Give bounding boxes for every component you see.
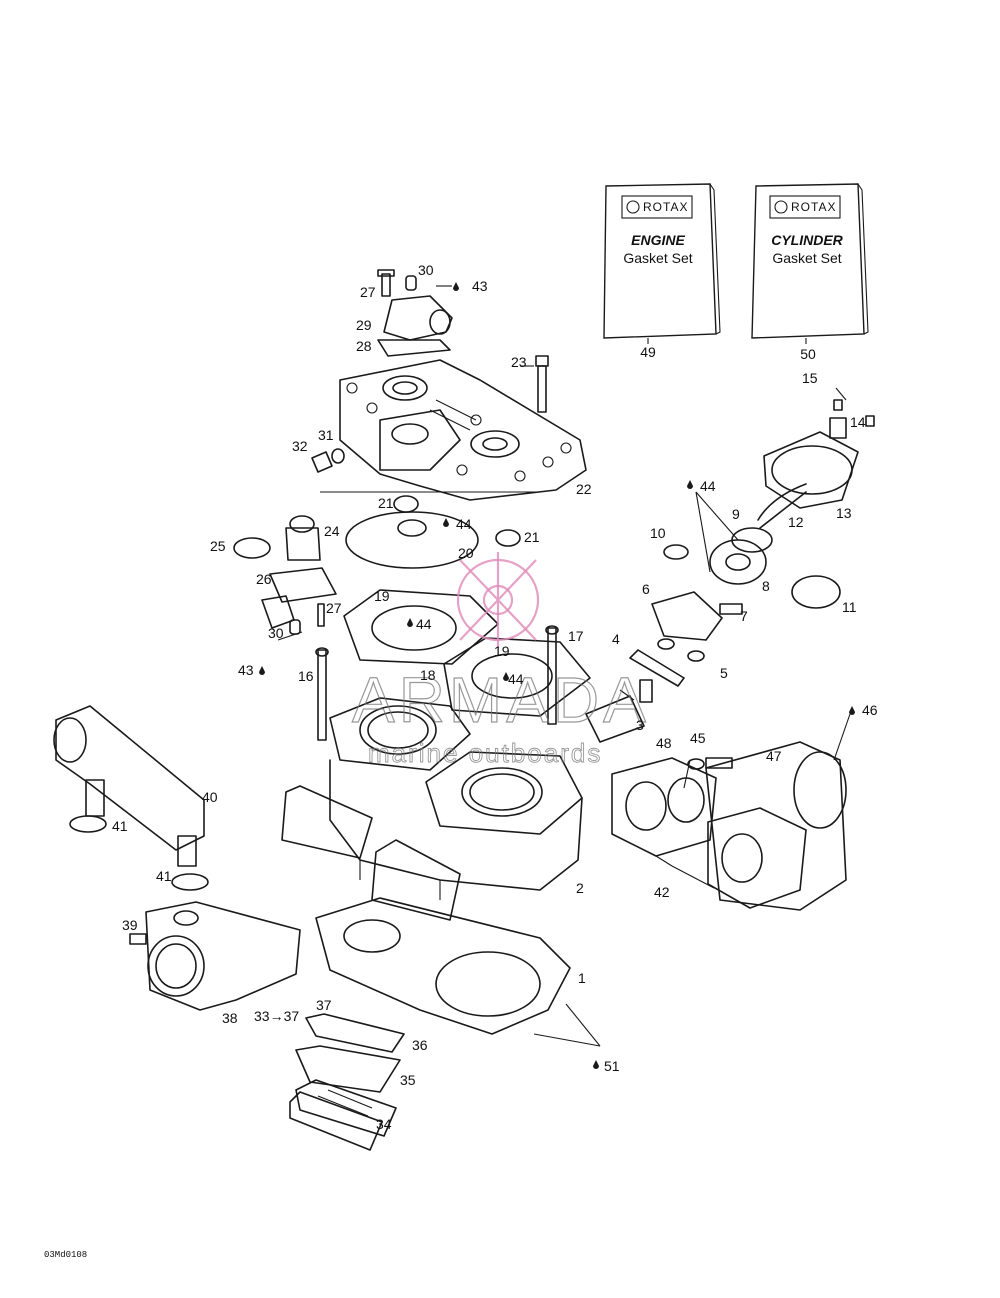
cylinder-head bbox=[339, 359, 587, 501]
callout-label: 24 bbox=[324, 523, 340, 539]
callout-label: 36 bbox=[412, 1037, 428, 1053]
callout-label: 19 bbox=[494, 643, 510, 659]
engine-book-subtitle: Gasket Set bbox=[623, 250, 692, 266]
water-outlet-assembly bbox=[377, 269, 453, 357]
sealant-symbols bbox=[259, 282, 855, 1069]
callout-label: 45 bbox=[690, 730, 706, 746]
callout-label: 5 bbox=[720, 665, 728, 681]
callout-label: 4 bbox=[612, 631, 620, 647]
callout-49: 49 bbox=[640, 344, 656, 360]
callout-label: 35 bbox=[400, 1072, 416, 1088]
callout-label: 17 bbox=[568, 628, 584, 644]
callout-label: 23 bbox=[511, 354, 527, 370]
callout-label: 44 bbox=[508, 671, 524, 687]
callout-label: 12 bbox=[788, 514, 804, 530]
callout-label: 34 bbox=[376, 1116, 392, 1132]
callout-label: 41 bbox=[112, 818, 128, 834]
water-pipe bbox=[53, 705, 209, 891]
watermark-tagline: marine outboards bbox=[368, 738, 602, 768]
cylinder-book-brand: ROTAX bbox=[791, 200, 836, 214]
intake-adaptor bbox=[129, 901, 301, 1011]
callout-label: 39 bbox=[122, 917, 138, 933]
cylinder-book-subtitle: Gasket Set bbox=[772, 250, 841, 266]
callout-label: 20 bbox=[458, 545, 474, 561]
callout-label: 31 bbox=[318, 427, 334, 443]
callout-label: 30 bbox=[268, 625, 284, 641]
watermark-name: ARMADA bbox=[352, 664, 650, 736]
callout-label: 44 bbox=[700, 478, 716, 494]
callout-label: 43 bbox=[238, 662, 254, 678]
callout-50: 50 bbox=[800, 346, 816, 362]
base-gasket bbox=[315, 897, 571, 1035]
callout-label: 44 bbox=[416, 616, 432, 632]
callout-label: 25 bbox=[210, 538, 226, 554]
callout-label: 2 bbox=[576, 880, 584, 896]
cylinder-block bbox=[281, 697, 583, 921]
callout-label: 29 bbox=[356, 317, 372, 333]
callout-label: 41 bbox=[156, 868, 172, 884]
callout-label: 19 bbox=[374, 588, 390, 604]
callout-label: 27 bbox=[326, 600, 342, 616]
callout-label: 3 bbox=[636, 717, 644, 733]
plug-and-washer bbox=[311, 448, 345, 473]
callout-label: 7 bbox=[740, 608, 748, 624]
engine-gasket-set-book: ROTAX ENGINE Gasket Set 49 bbox=[603, 183, 721, 360]
cylinder-gasket-set-book: ROTAX CYLINDER Gasket Set 50 bbox=[751, 183, 869, 362]
callout-label: 22 bbox=[576, 481, 592, 497]
callout-label: 44 bbox=[456, 516, 472, 532]
cylinder-book-title: CYLINDER bbox=[771, 232, 843, 248]
callout-label: 46 bbox=[862, 702, 878, 718]
callout-label: 32 bbox=[292, 438, 308, 454]
exhaust-gaskets bbox=[611, 757, 807, 909]
callout-label: 43 bbox=[472, 278, 488, 294]
callout-label: 6 bbox=[642, 581, 650, 597]
callout-label: 14 bbox=[850, 414, 866, 430]
callout-label: 18 bbox=[420, 667, 436, 683]
callout-label: 16 bbox=[298, 668, 314, 684]
engine-book-brand: ROTAX bbox=[643, 200, 688, 214]
callout-label: 28 bbox=[356, 338, 372, 354]
callout-label: 40 bbox=[202, 789, 218, 805]
callout-label: 21 bbox=[524, 529, 540, 545]
reed-valve bbox=[289, 1013, 405, 1151]
figure-code: 03Md0108 bbox=[44, 1250, 87, 1260]
callout-label: 13 bbox=[836, 505, 852, 521]
callout-label: 51 bbox=[604, 1058, 620, 1074]
callout-label: 26 bbox=[256, 571, 272, 587]
callout-label: 37 bbox=[316, 997, 332, 1013]
head-bolt bbox=[535, 355, 549, 413]
thermostat-group bbox=[233, 495, 521, 635]
callout-label: 1 bbox=[578, 970, 586, 986]
callout-label: 48 bbox=[656, 735, 672, 751]
callout-label: 42 bbox=[654, 884, 670, 900]
callout-label: 33→37 bbox=[254, 1008, 299, 1024]
engine-book-title: ENGINE bbox=[631, 232, 685, 248]
callout-label: 38 bbox=[222, 1010, 238, 1026]
callout-label: 30 bbox=[418, 262, 434, 278]
callout-label: 9 bbox=[732, 506, 740, 522]
callout-label: 15 bbox=[802, 370, 818, 386]
leader-lines bbox=[277, 285, 851, 1047]
callout-label: 11 bbox=[842, 599, 857, 615]
callout-label: 10 bbox=[650, 525, 666, 541]
watermark: ARMADA marine outboards bbox=[351, 552, 650, 768]
callout-label: 21 bbox=[378, 495, 394, 511]
callout-label: 47 bbox=[766, 748, 782, 764]
callout-label: 27 bbox=[360, 284, 376, 300]
callout-label: 8 bbox=[762, 578, 770, 594]
